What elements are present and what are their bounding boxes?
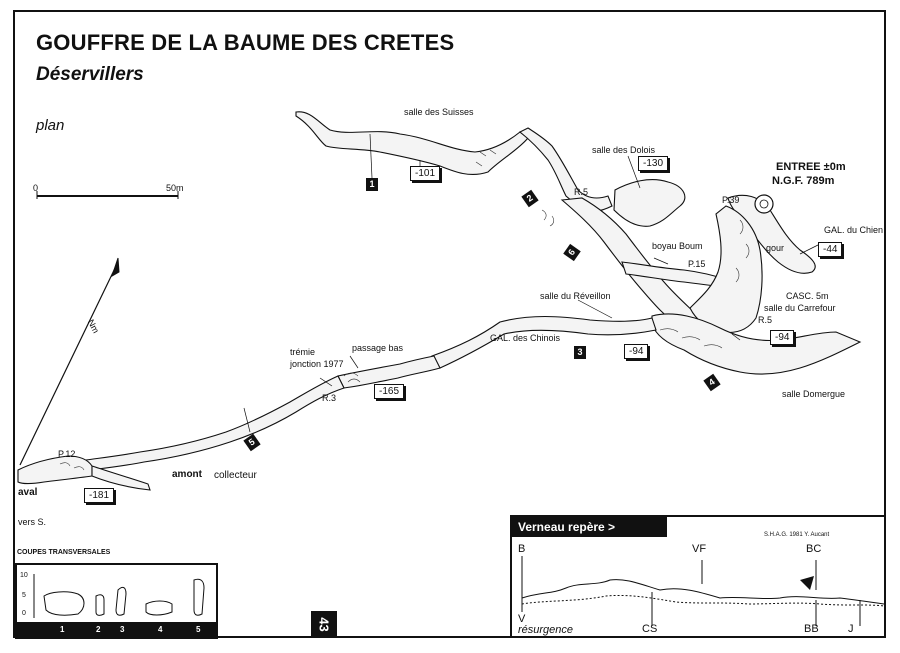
label-passage-bas: passage bas <box>352 343 404 353</box>
verneau-label-resurgence: résurgence <box>518 624 574 636</box>
label-salle-carrefour: salle du Carrefour <box>764 303 836 313</box>
depth-label: -101 <box>410 166 441 181</box>
depth-label: -44 <box>818 242 843 257</box>
coupes-axis-5: 5 <box>22 592 26 599</box>
scale-bar <box>36 191 179 199</box>
label-salle-domergue: salle Domergue <box>782 389 846 399</box>
verneau-label-cs: CS <box>642 623 658 635</box>
label-aval: aval <box>18 487 38 498</box>
label-jonction: jonction 1977 <box>290 359 344 369</box>
coupes-axis-10: 10 <box>20 572 28 579</box>
depth-label: -130 <box>638 156 669 171</box>
scale-zero: 0 <box>33 183 39 193</box>
credit: S.H.A.G. 1981 Y. Aucant <box>764 532 830 538</box>
label-casc: CASC. 5m <box>786 291 829 301</box>
verneau-label-bc: BC <box>806 543 822 555</box>
verneau-label-j: J <box>848 623 854 635</box>
stage-marker: 3 <box>574 346 586 359</box>
label-tremie: trémie <box>290 347 316 357</box>
label-r5-mid: R.5 <box>758 315 773 325</box>
coupes-title: COUPES TRANSVERSALES <box>17 549 111 556</box>
page-number: 43 <box>311 611 337 638</box>
verneau-label-b: B <box>518 543 526 555</box>
verneau-label-vf: VF <box>692 543 707 555</box>
verneau-panel <box>510 515 886 638</box>
label-p15: P.15 <box>688 259 706 269</box>
coupe-label: 4 <box>158 625 163 634</box>
label-gal-chien: GAL. du Chien <box>824 225 884 235</box>
plan-label: plan <box>36 117 65 134</box>
label-r5-top: R.5 <box>574 187 589 197</box>
label-amont: amont <box>172 469 202 480</box>
entrance-label: ENTREE ±0m <box>776 161 846 173</box>
north-arrow <box>19 257 120 466</box>
map-title: GOUFFRE DE LA BAUME DES CRETES <box>36 30 455 55</box>
label-salle-reveillon: salle du Réveillon <box>540 291 611 301</box>
depth-label: -94 <box>624 344 649 359</box>
depth-label: -94 <box>770 330 795 345</box>
label-p39: P.39 <box>722 195 740 205</box>
coupes-axis-0: 0 <box>22 610 26 617</box>
coupes-panel <box>15 563 218 639</box>
depth-label: -181 <box>84 488 115 503</box>
entrance-ngf: N.G.F. 789m <box>772 175 835 187</box>
label-gal-chinois: GAL. des Chinois <box>490 333 561 343</box>
label-salle-suisses: salle des Suisses <box>404 107 474 117</box>
verneau-label-v: V <box>518 613 526 625</box>
scale-end: 50m <box>166 183 184 193</box>
verneau-label-bb: BB <box>804 623 819 635</box>
coupe-label: 3 <box>120 625 125 634</box>
label-boyau-boum: boyau Boum <box>652 241 703 251</box>
map-frame <box>13 10 886 638</box>
coupe-label: 2 <box>96 625 101 634</box>
stage-marker: 1 <box>366 178 378 191</box>
label-vers-s: vers S. <box>18 517 47 527</box>
map-subtitle: Déservillers <box>36 64 144 85</box>
coupe-label: 5 <box>196 625 201 634</box>
coupe-label: 1 <box>60 625 65 634</box>
verneau-title: Verneau repère > <box>512 517 667 537</box>
depth-label: -165 <box>374 384 405 399</box>
label-collecteur: collecteur <box>214 470 257 481</box>
label-gour: gour <box>766 243 785 253</box>
coupes-label-bar <box>15 622 218 638</box>
label-salle-dolois: salle des Dolois <box>592 145 656 155</box>
label-r3: R.3 <box>322 393 337 403</box>
label-p12: P.12 <box>58 449 76 459</box>
